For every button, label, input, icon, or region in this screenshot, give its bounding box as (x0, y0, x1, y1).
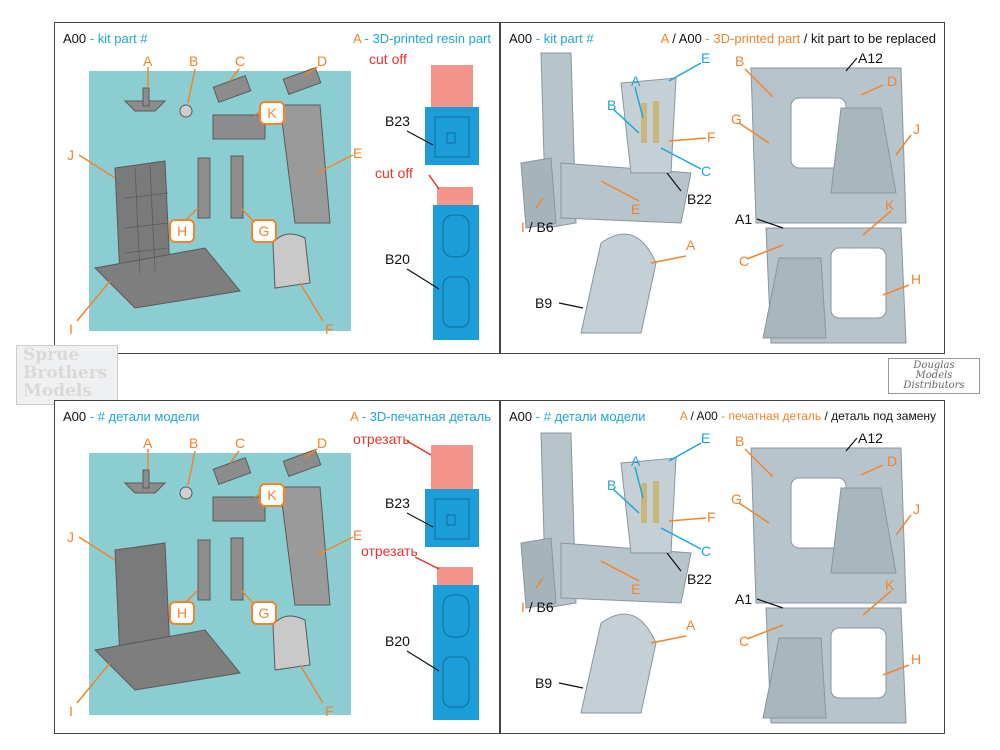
label-c-right: C (739, 633, 750, 649)
top-left-header: A00 - kit part # (63, 31, 148, 46)
top-left-resin-legend: A - 3D-printed resin part (352, 31, 491, 46)
cockpit-illustration (520, 432, 912, 724)
part-b22: B22 (687, 191, 712, 207)
part-a12: A12 (858, 430, 883, 446)
label-f: F (707, 129, 716, 145)
label-k: K (885, 577, 895, 593)
label-c: C (701, 163, 712, 179)
label-b: B (607, 477, 617, 493)
label-i: I (69, 321, 73, 337)
label-g: G (731, 491, 742, 507)
top-right-header: A00 - kit part # (509, 31, 594, 46)
part-b9: B9 (535, 675, 553, 691)
label-e: E (353, 527, 363, 543)
sprue-brothers-logo: Sprue Brothers Models (16, 345, 118, 405)
label-b: B (189, 53, 199, 69)
label-j: J (913, 121, 920, 137)
label-a-armor: A (686, 237, 696, 253)
cut-off-label-2: cut off (375, 165, 413, 181)
label-d: D (887, 453, 898, 469)
parts-illustration (76, 65, 479, 340)
label-j: J (913, 501, 920, 517)
part-b20: B20 (385, 251, 410, 267)
bottom-right-header: A00 - # детали модели (509, 409, 646, 424)
label-h: H (911, 271, 922, 287)
label-c: C (235, 53, 246, 69)
label-b: B (189, 435, 199, 451)
label-a: A (631, 73, 641, 89)
bottom-left-resin-legend: A - 3D-печатная деталь (350, 409, 491, 424)
label-e: E (701, 50, 711, 66)
cockpit-illustration (520, 52, 912, 344)
parts-illustration (76, 440, 479, 720)
label-k: K (259, 483, 285, 507)
label-a-armor: A (686, 617, 696, 633)
label-e-seat: E (631, 581, 641, 597)
part-a12: A12 (858, 50, 883, 66)
label-k: K (885, 197, 895, 213)
label-f: F (325, 321, 334, 337)
cut-off-label-2: отрезать (361, 543, 418, 559)
label-j: J (67, 529, 74, 545)
label-e: E (353, 145, 363, 161)
bottom-left-panel: A00 - # детали модели A - 3D-печатная де… (54, 400, 500, 734)
label-c-right: C (739, 253, 750, 269)
part-a1: A1 (735, 211, 753, 227)
label-c: C (235, 435, 246, 451)
label-h: H (911, 651, 922, 667)
part-a1: A1 (735, 591, 753, 607)
label-g: G (251, 219, 277, 243)
label-b: B (607, 97, 617, 113)
label-i-b6: I / B6 (521, 219, 554, 235)
label-a: A (631, 453, 641, 469)
part-b9: B9 (535, 295, 553, 311)
label-b-right: B (735, 433, 745, 449)
bottom-right-panel: A00 - # детали модели A / A00 - печатная… (500, 400, 945, 734)
label-e: E (701, 430, 711, 446)
label-b-right: B (735, 53, 745, 69)
top-right-panel: A00 - kit part # A / A00 - 3D-printed pa… (500, 22, 945, 354)
label-g: G (731, 111, 742, 127)
cut-off-label-1: отрезать (353, 431, 410, 447)
part-b23: B23 (385, 495, 410, 511)
top-right-legend: A / A00 - 3D-printed part / kit part to … (660, 31, 936, 46)
label-f: F (325, 703, 334, 719)
label-i-b6: I / B6 (521, 599, 554, 615)
bottom-left-header: A00 - # детали модели (63, 409, 200, 424)
label-d: D (317, 435, 328, 451)
label-h: H (169, 219, 195, 243)
label-h: H (169, 601, 195, 625)
label-j: J (67, 147, 74, 163)
part-b23: B23 (385, 113, 410, 129)
label-d: D (317, 53, 328, 69)
part-b20: B20 (385, 633, 410, 649)
bottom-right-legend: A / A00 - печатная деталь / деталь под з… (679, 409, 936, 423)
label-k: K (259, 101, 285, 125)
label-i: I (69, 703, 73, 719)
part-b22: B22 (687, 571, 712, 587)
label-a: A (143, 435, 153, 451)
label-d: D (887, 73, 898, 89)
label-a: A (143, 53, 153, 69)
douglas-models-logo: Douglas Models Distributors (888, 358, 980, 394)
top-left-panel: A00 - kit part # A - 3D-printed resin pa… (54, 22, 500, 354)
cut-off-label-1: cut off (369, 51, 407, 67)
label-f: F (707, 509, 716, 525)
label-e-seat: E (631, 201, 641, 217)
label-g: G (251, 601, 277, 625)
label-c: C (701, 543, 712, 559)
